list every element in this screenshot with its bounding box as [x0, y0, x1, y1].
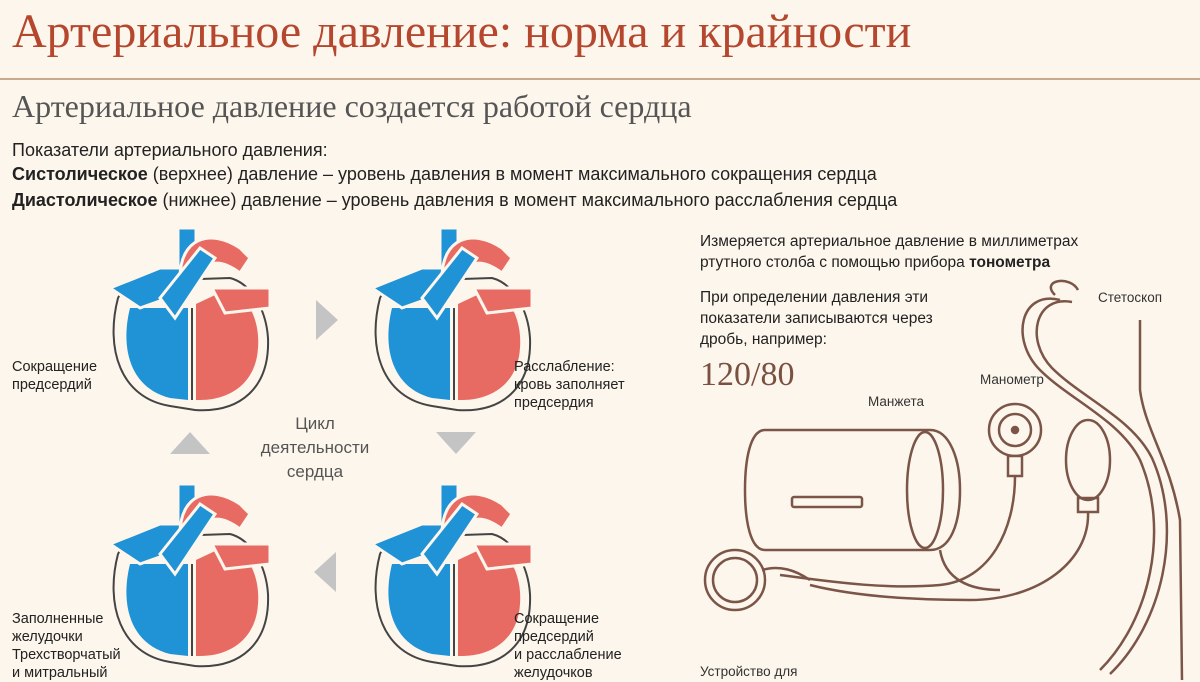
- manometer-label: Манометр: [980, 372, 1044, 387]
- cycle-center-label: Цикл деятельности сердца: [260, 414, 370, 481]
- tonometer-illustration: [703, 279, 1184, 681]
- heart-diagram-atrial-contraction: [108, 226, 272, 412]
- device-caption: Устройство для: [700, 664, 798, 679]
- title-divider: [0, 78, 1200, 80]
- cuff-label: Манжета: [868, 394, 924, 409]
- page-title: Артериальное давление: норма и крайности: [12, 5, 912, 58]
- measurement-line-1: Измеряется артериальное давление в милли…: [700, 233, 1079, 250]
- tonometer-term: тонометра: [969, 254, 1051, 271]
- cycle-arrow-down-icon: [436, 432, 476, 454]
- cycle-arrow-right-icon: [316, 300, 338, 340]
- indicators-intro: Показатели артериального давления:: [12, 140, 328, 160]
- heart-diagram-filled-ventricles: [108, 482, 272, 668]
- diastolic-definition: Диастолическое (нижнее) давление – урове…: [12, 190, 897, 211]
- note-line-1: При определении давления эти: [700, 289, 929, 306]
- note-line-2: показатели записываются через: [700, 310, 933, 327]
- cycle-arrow-up-icon: [170, 432, 210, 454]
- pressure-example: 120/80: [700, 356, 795, 393]
- stethoscope-label: Стетоскоп: [1098, 290, 1163, 305]
- systolic-term: Систолическое: [12, 164, 148, 184]
- cycle-arrow-left-icon: [314, 552, 336, 592]
- diastolic-term: Диастолическое: [12, 190, 158, 210]
- note-line-3: дробь, например:: [700, 331, 827, 348]
- systolic-definition: Систолическое (верхнее) давление – урове…: [12, 164, 877, 185]
- systolic-text: (верхнее) давление – уровень давления в …: [147, 164, 877, 184]
- measurement-line-2: ртутного столба с помощью прибора тономе…: [700, 254, 1051, 271]
- page-subtitle: Артериальное давление создается работой …: [12, 88, 692, 124]
- diastolic-text: (нижнее) давление – уровень давления в м…: [157, 190, 898, 210]
